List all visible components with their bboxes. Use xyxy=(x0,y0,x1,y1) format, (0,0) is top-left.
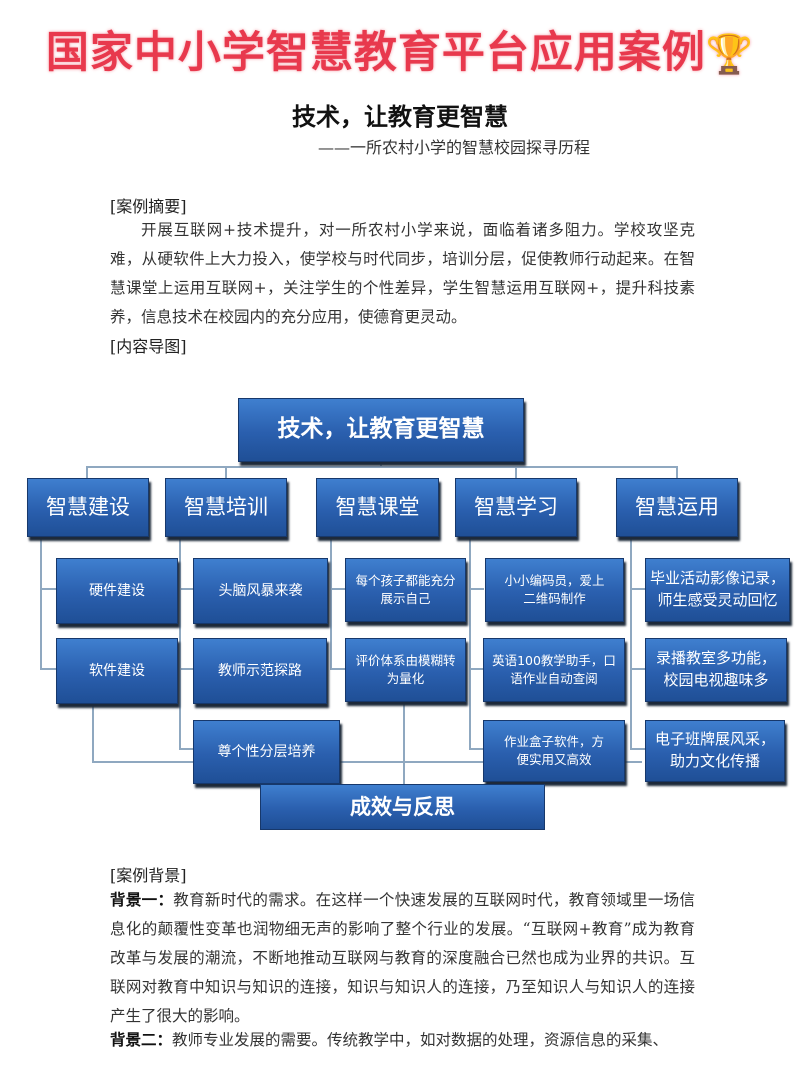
background-paragraph-2: 背景二：教师专业发展的需要。传统教学中，如对数据的处理，资源信息的采集、 xyxy=(110,1025,695,1055)
connector xyxy=(40,668,56,670)
connector xyxy=(179,588,193,590)
leaf-node: 头脑风暴来袭 xyxy=(193,558,328,624)
background-text-2: 教师专业发展的需要。传统教学中，如对数据的处理，资源信息的采集、 xyxy=(172,1031,669,1049)
leaf-node: 软件建设 xyxy=(56,638,178,704)
connector xyxy=(515,466,517,478)
connector xyxy=(40,588,56,590)
connector xyxy=(469,588,484,590)
connector xyxy=(403,702,405,784)
leaf-node: 电子班牌展风采，助力文化传播 xyxy=(645,720,785,782)
connector xyxy=(86,466,88,478)
document-title: 技术，让教育更智慧 xyxy=(292,103,508,131)
leaf-node: 录播教室多功能，校园电视趣味多 xyxy=(645,638,787,702)
document-subtitle: ——一所农村小学的智慧校园探寻历程 xyxy=(318,138,591,157)
banner-text: 国家中小学智慧教育平台应用案例 xyxy=(45,28,706,78)
background-label-2: 背景二： xyxy=(110,1030,173,1049)
summary-text: 开展互联网+技术提升，对一所农村小学来说，面临着诸多阻力。学校攻坚克难，从硬软件… xyxy=(110,221,695,326)
map-bottom: 成效与反思 xyxy=(260,784,545,830)
map-root: 技术，让教育更智慧 xyxy=(238,398,524,462)
connector xyxy=(469,668,484,670)
connector xyxy=(630,535,632,749)
branch-node: 智慧建设 xyxy=(27,478,149,537)
leaf-node: 尊个性分层培养 xyxy=(193,720,340,784)
connector xyxy=(630,588,645,590)
trophy-icon: 🏆 xyxy=(705,32,755,76)
leaf-node: 每个孩子都能充分展示自己 xyxy=(345,558,466,622)
summary-heading: [案例摘要] xyxy=(110,197,187,216)
connector xyxy=(330,535,332,669)
leaf-node: 小小编码员，爱上二维码制作 xyxy=(485,558,624,622)
connector xyxy=(676,466,678,478)
connector xyxy=(469,748,484,750)
leaf-node: 教师示范探路 xyxy=(193,638,327,704)
leaf-node: 毕业活动影像记录，师生感受灵动回忆 xyxy=(645,558,790,622)
connector xyxy=(225,466,227,478)
connector xyxy=(630,748,645,750)
connector xyxy=(92,702,94,762)
connector xyxy=(92,761,642,763)
connector xyxy=(179,535,181,749)
branch-node: 智慧课堂 xyxy=(316,478,439,537)
connector xyxy=(40,535,42,669)
branch-node: 智慧学习 xyxy=(455,478,577,537)
leaf-node: 作业盒子软件，方便实用又高效 xyxy=(483,720,625,782)
connector xyxy=(380,460,382,468)
map-heading: [内容导图] xyxy=(110,337,187,356)
background-heading: [案例背景] xyxy=(110,866,187,885)
leaf-node: 评价体系由模糊转为量化 xyxy=(345,638,466,702)
connector xyxy=(630,668,645,670)
leaf-node: 硬件建设 xyxy=(56,558,178,624)
background-text-1: 教育新时代的需求。在这样一个快速发展的互联网时代，教育领域里一场信息化的颠覆性变… xyxy=(110,891,695,1025)
branch-node: 智慧培训 xyxy=(165,478,287,537)
connector xyxy=(330,668,345,670)
connector xyxy=(469,535,471,749)
background-label-1: 背景一： xyxy=(110,890,174,909)
connector xyxy=(86,466,678,468)
background-paragraph-1: 背景一：教育新时代的需求。在这样一个快速发展的互联网时代，教育领域里一场信息化的… xyxy=(110,885,695,1031)
leaf-node: 英语100教学助手，口语作业自动查阅 xyxy=(483,638,625,702)
connector xyxy=(179,748,193,750)
connector xyxy=(330,588,345,590)
connector xyxy=(179,668,193,670)
branch-node: 智慧运用 xyxy=(616,478,738,537)
banner-title: 国家中小学智慧教育平台应用案例🏆 xyxy=(0,18,800,80)
